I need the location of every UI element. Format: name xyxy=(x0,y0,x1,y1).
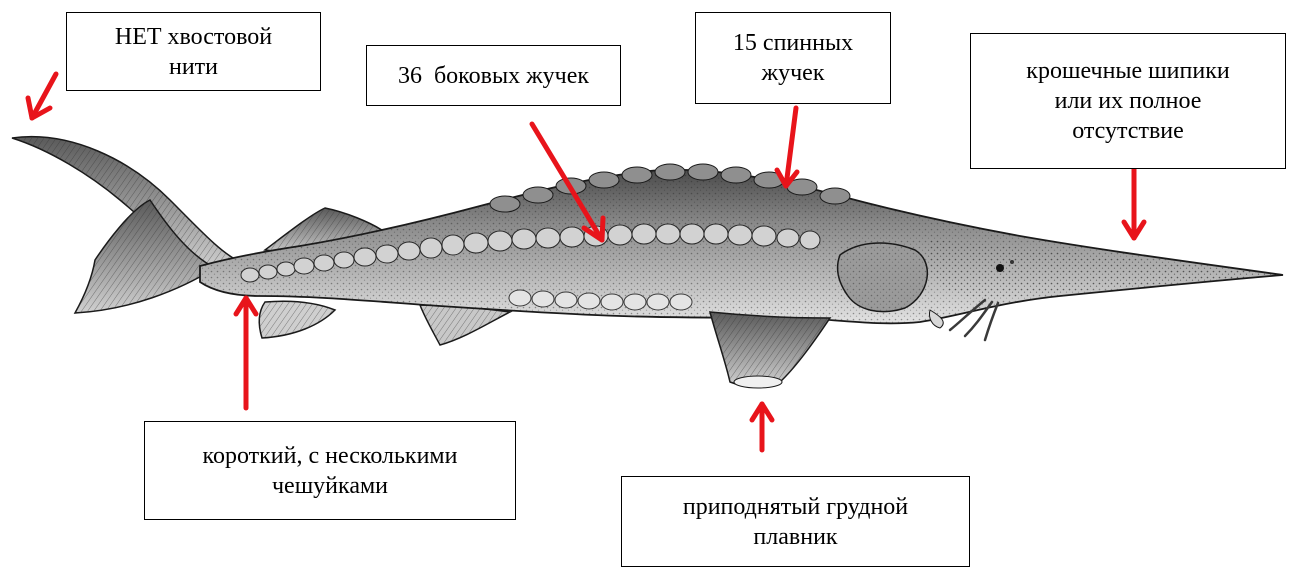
label-lateral-scutes: 36 боковых жучек xyxy=(366,45,621,106)
label-spines-line1: крошечные шипики xyxy=(1026,56,1229,86)
label-pectoral-line2: плавник xyxy=(683,522,908,552)
eye xyxy=(996,264,1004,272)
label-no-tail-filament: НЕТ хвостовой нити xyxy=(66,12,321,91)
label-pectoral-fin: приподнятый грудной плавник xyxy=(621,476,970,567)
label-caudal-peduncle: короткий, с несколькими чешуйками xyxy=(144,421,516,520)
label-head-spines: крошечные шипики или их полное отсутстви… xyxy=(970,33,1286,169)
label-caudal-line1: короткий, с несколькими xyxy=(203,441,458,471)
label-caudal-line2: чешуйками xyxy=(203,471,458,501)
label-pectoral-line1: приподнятый грудной xyxy=(683,492,908,522)
label-tail-line1: НЕТ хвостовой xyxy=(115,22,272,52)
label-spines-line3: отсутствие xyxy=(1026,116,1229,146)
label-dorsal-line2: жучек xyxy=(733,58,853,88)
arrow-pectoral xyxy=(752,404,772,450)
arrow-spines xyxy=(1124,160,1144,238)
arrow-tail xyxy=(28,74,56,118)
arrow-dorsal xyxy=(777,108,797,186)
label-spines-line2: или их полное xyxy=(1026,86,1229,116)
arrow-caudal xyxy=(236,298,256,408)
label-dorsal-line1: 15 спинных xyxy=(733,28,853,58)
label-dorsal-scutes: 15 спинных жучек xyxy=(695,12,891,104)
label-tail-line2: нити xyxy=(115,52,272,82)
label-lateral-line1: 36 боковых жучек xyxy=(398,61,589,91)
